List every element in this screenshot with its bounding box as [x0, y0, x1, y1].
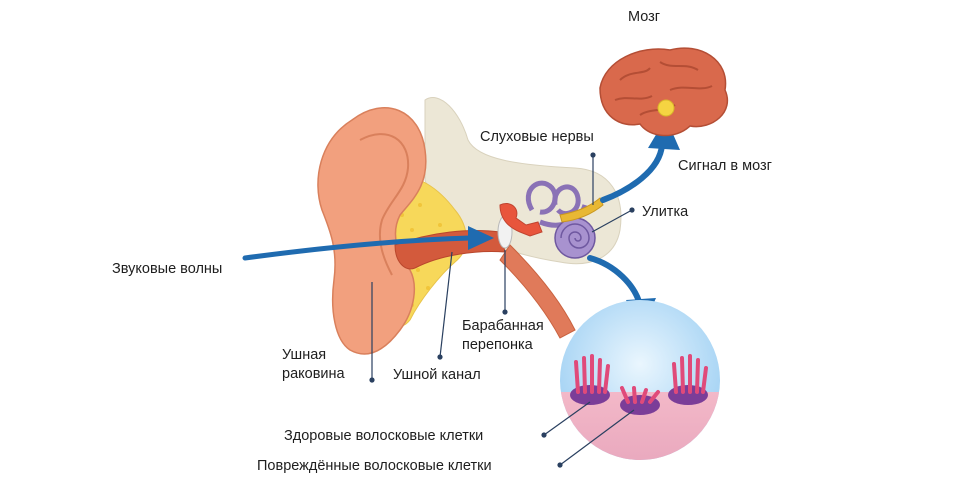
- cochlea-shape: [554, 217, 596, 259]
- signal-arrow: [600, 142, 665, 203]
- ossicles: [499, 203, 543, 237]
- label-brain: Мозг: [628, 9, 661, 25]
- leader-lines: [369, 152, 635, 468]
- label-damaged-hair-cells: Повреждённые волосковые клетки: [257, 458, 492, 474]
- sound-wave-arrowhead: [468, 226, 494, 250]
- label-cochlea: Улитка: [642, 204, 689, 220]
- auditory-nerve-shape: [559, 197, 604, 223]
- label-ear-canal: Ушной канал: [393, 367, 481, 383]
- label-auricle-line2: раковина: [282, 366, 345, 382]
- auricle-shape: [317, 107, 427, 355]
- label-eardrum-line2: перепонка: [462, 337, 533, 353]
- label-auricle-line1: Ушная: [282, 347, 327, 363]
- healthy-hair-cell-right: [668, 354, 708, 405]
- zoom-arrow: [587, 255, 643, 308]
- healthy-hair-cell-left: [570, 354, 610, 405]
- hair-cells-magnified: [560, 300, 720, 460]
- label-signal-to-brain: Сигнал в мозг: [678, 158, 772, 174]
- label-eardrum-line1: Барабанная: [462, 318, 544, 334]
- label-sound-waves: Звуковые волны: [112, 261, 223, 277]
- label-auditory-nerves: Слуховые нервы: [480, 129, 594, 145]
- eustachian-tube: [499, 244, 576, 339]
- damaged-hair-cell: [620, 386, 660, 415]
- brain-signal-dot: [657, 99, 675, 117]
- brain-shape: [599, 47, 728, 137]
- auricle-inner: [359, 133, 410, 276]
- sound-wave-arrow: [242, 235, 473, 261]
- label-healthy-hair-cells: Здоровые волосковые клетки: [284, 428, 484, 444]
